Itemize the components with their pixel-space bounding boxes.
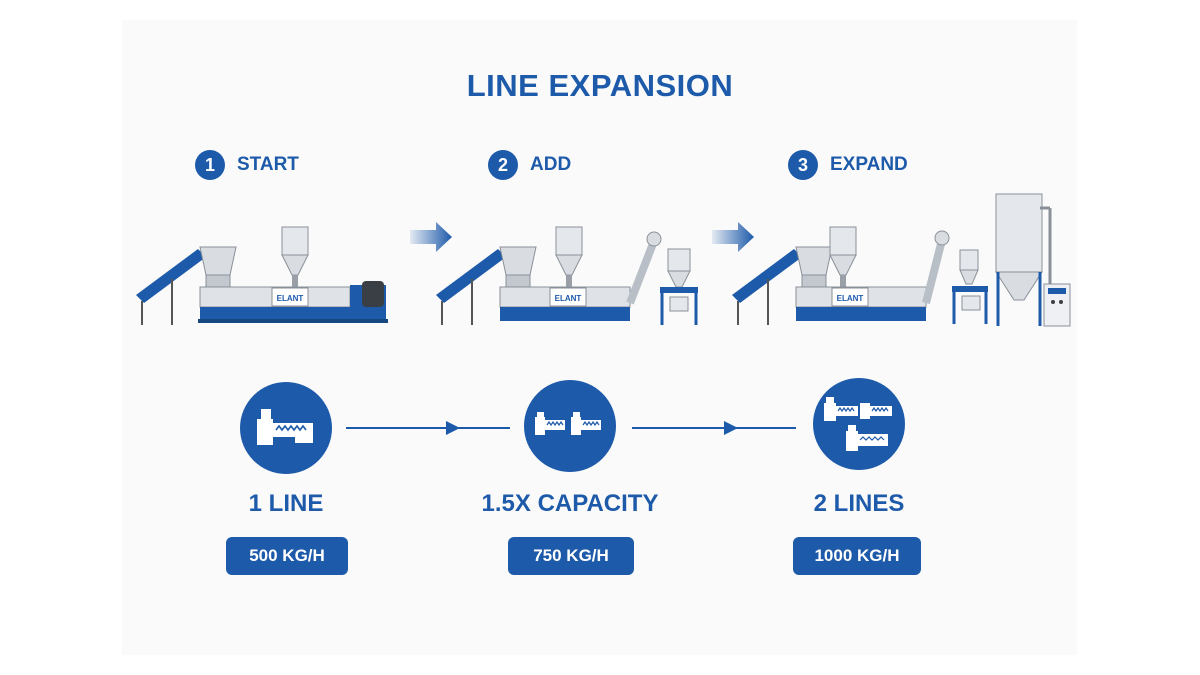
extruder-icon — [257, 409, 313, 445]
capacity-label: 1 LINE — [248, 490, 324, 517]
extruder-icon — [824, 397, 892, 451]
machine-brand: ELANT — [837, 294, 864, 303]
machine-brand: ELANT — [277, 294, 304, 303]
machine-line-2: ELANT — [436, 226, 698, 325]
rate-badge: 1000 KG/H — [793, 537, 921, 575]
step-label: START — [237, 154, 299, 175]
page-title: LINE EXPANSION — [466, 68, 734, 103]
machine-line-3: ELANT — [732, 193, 1071, 327]
machine-brand: ELANT — [555, 294, 582, 303]
gradient-arrow-icon — [712, 222, 754, 252]
step-label: EXPAND — [830, 154, 908, 175]
capacity-label: 2 LINES — [813, 490, 905, 517]
rate-badge: 500 KG/H — [226, 537, 348, 575]
extruder-icon — [535, 412, 601, 435]
step-2-header: 2 ADD — [488, 150, 571, 180]
step-3-header: 3 EXPAND — [788, 150, 908, 180]
line-3-icon-circle — [813, 378, 905, 470]
step-number: 3 — [788, 150, 818, 180]
flow-arrow-icon — [346, 421, 510, 435]
step-label: ADD — [530, 154, 572, 175]
line-1-icon-circle — [240, 382, 332, 474]
step-number: 2 — [488, 150, 518, 180]
line-2-icon-circle — [524, 380, 616, 472]
flow-arrow-icon — [632, 421, 796, 435]
rate-badge: 750 KG/H — [508, 537, 634, 575]
step-number: 1 — [195, 150, 225, 180]
machine-line-1: ELANT — [136, 226, 388, 325]
step-1-header: 1 START — [195, 150, 299, 180]
capacity-label: 1.5X CAPACITY — [481, 490, 659, 517]
gradient-arrow-icon — [410, 222, 452, 252]
